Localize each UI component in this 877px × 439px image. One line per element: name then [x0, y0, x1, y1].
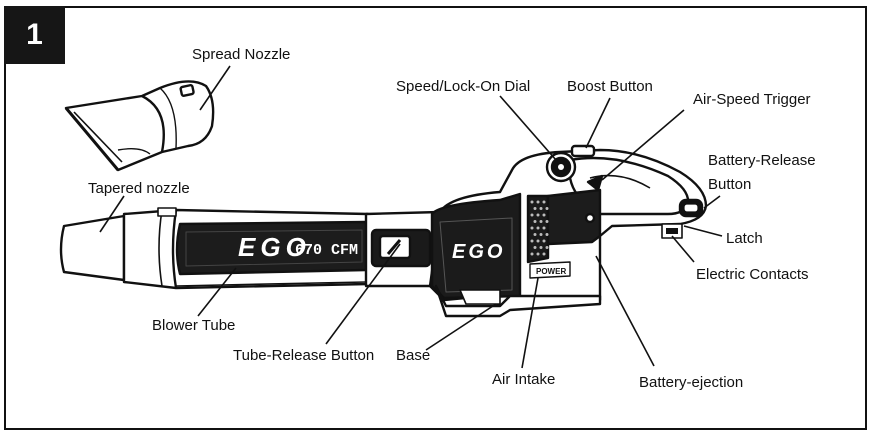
- leader-air-speed-trigger: [601, 109, 685, 181]
- vent-mesh-dot: [536, 252, 540, 256]
- label-latch: Latch: [726, 230, 763, 247]
- air-vent-mesh: [530, 200, 549, 256]
- label-base: Base: [396, 347, 431, 364]
- blower-housing-drawing: [364, 144, 708, 318]
- leader-air-intake: [521, 277, 539, 369]
- label-blower-tube: Blower Tube: [152, 317, 236, 334]
- leader-electric-contacts: [671, 235, 695, 263]
- vent-mesh-dot: [542, 252, 546, 256]
- leader-base: [425, 303, 497, 351]
- vent-mesh-dot: [530, 213, 534, 217]
- vent-mesh-dot: [545, 220, 549, 223]
- vent-mesh-dot: [542, 213, 546, 217]
- leader-boost-button: [585, 97, 611, 149]
- vent-mesh-dot: [530, 252, 534, 256]
- label-battery-release-button: Battery-Release Button: [708, 152, 816, 193]
- vent-mesh-dot: [539, 207, 543, 210]
- spread-nozzle-drawing: [64, 80, 215, 172]
- leader-spread-nozzle: [199, 65, 231, 111]
- label-electric-contacts: Electric Contacts: [696, 266, 809, 283]
- leader-latch: [683, 225, 723, 237]
- vent-mesh-dot: [542, 226, 546, 230]
- vent-mesh-dot: [530, 226, 534, 230]
- leader-battery-ejection: [595, 255, 655, 367]
- housing-brand-logo: EGO: [452, 241, 505, 263]
- label-spread-nozzle: Spread Nozzle: [192, 46, 291, 63]
- vent-mesh-dot: [536, 239, 540, 243]
- blower-tube-drawing: [59, 207, 370, 290]
- figure-frame: [4, 6, 867, 430]
- figure-number-badge: 1: [4, 6, 65, 64]
- label-battery-ejection: Battery-ejection: [639, 374, 744, 391]
- vent-mesh-dot: [533, 207, 537, 210]
- vent-mesh-dot: [536, 213, 540, 217]
- vent-mesh-dot: [545, 246, 549, 249]
- vent-mesh-dot: [539, 220, 543, 223]
- vent-mesh-dot: [530, 239, 534, 243]
- vent-mesh-dot: [536, 200, 540, 204]
- label-speed-lock-on-dial: Speed/Lock-On Dial: [396, 78, 531, 95]
- leader-tapered-nozzle: [99, 195, 125, 233]
- vent-mesh-dot: [539, 246, 543, 249]
- leader-speed-dial: [499, 95, 557, 161]
- leader-blower-tube: [197, 267, 237, 317]
- vent-mesh-dot: [542, 200, 546, 204]
- label-boost-button: Boost Button: [567, 78, 653, 95]
- vent-mesh-dot: [539, 233, 543, 236]
- vent-mesh-dot: [545, 233, 549, 236]
- vent-mesh-dot: [542, 239, 546, 243]
- label-tube-release-button: Tube-Release Button: [233, 347, 375, 364]
- power-label: POWER: [536, 267, 566, 276]
- label-tapered-nozzle: Tapered nozzle: [88, 180, 190, 197]
- vent-mesh-dot: [530, 200, 534, 204]
- tube-brand-logo: EGO: [238, 232, 311, 262]
- vent-mesh-dot: [533, 246, 537, 249]
- vent-mesh-dot: [533, 220, 537, 223]
- label-air-intake: Air Intake: [492, 371, 556, 388]
- leader-tube-release: [325, 243, 401, 345]
- vent-mesh-dot: [536, 226, 540, 230]
- leader-battery-release: [703, 195, 721, 209]
- vent-mesh-dot: [545, 207, 549, 210]
- label-air-speed-trigger: Air-Speed Trigger: [693, 91, 811, 108]
- tube-cfm-rating: 670 CFM: [295, 242, 358, 259]
- leader-lines: [99, 65, 723, 369]
- vent-mesh-dot: [533, 233, 537, 236]
